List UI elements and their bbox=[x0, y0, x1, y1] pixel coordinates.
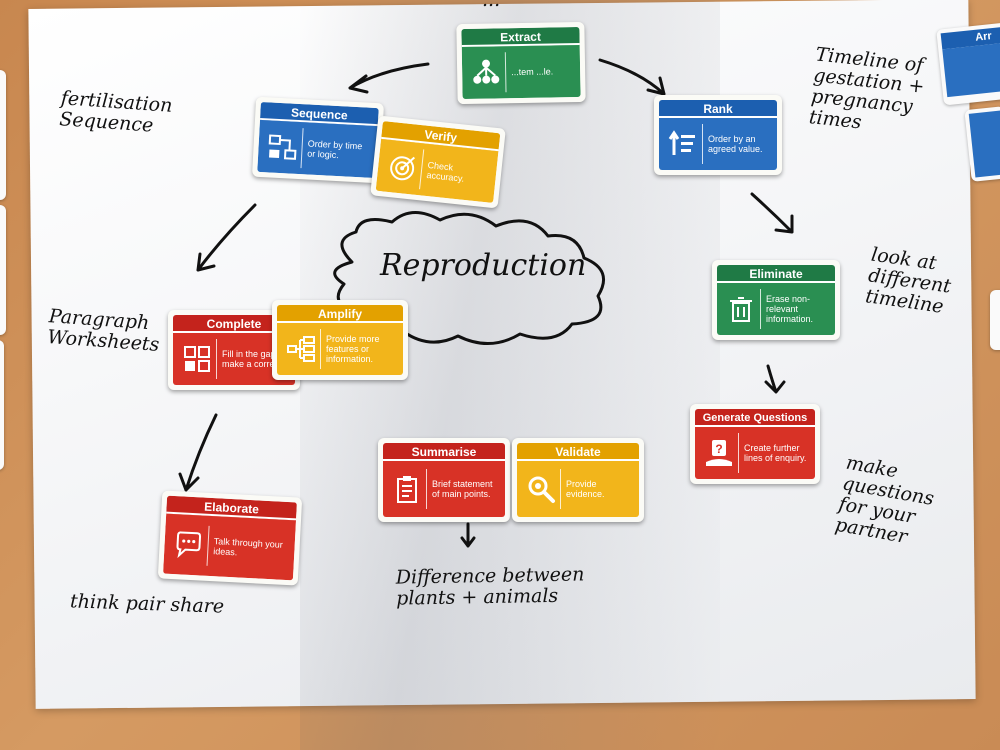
arrow-summarise-difference bbox=[460, 522, 476, 548]
card-desc: Erase non-relevant information. bbox=[766, 294, 814, 324]
card-desc: Provide more features or information. bbox=[326, 334, 380, 364]
card-title: Complete bbox=[173, 315, 295, 333]
card-desc: Fill in the gaps or make a correct... bbox=[222, 349, 291, 369]
note-fertilisation: fertilisation Sequence bbox=[58, 87, 174, 137]
card-extract[interactable]: Extract ...tem ...le. bbox=[456, 21, 586, 105]
arrow-complete-elaborate bbox=[178, 413, 218, 492]
note-make-questions: make questions for your partner bbox=[833, 451, 936, 548]
card-title: Validate bbox=[517, 443, 639, 461]
arrow-sequence-complete bbox=[196, 203, 257, 272]
card-title: Summarise bbox=[383, 443, 505, 461]
note-paragraph: Paragraph Worksheets bbox=[46, 305, 161, 356]
card-elaborate[interactable]: Elaborate Talk through your ideas. bbox=[157, 490, 303, 586]
card-desc: Order by time or logic. bbox=[307, 138, 363, 161]
magnifier-icon bbox=[521, 469, 561, 509]
card-summarise[interactable]: Summarise Brief statement of main points… bbox=[378, 438, 510, 522]
arrow-extract-sequence bbox=[348, 62, 430, 94]
card-validate[interactable]: Validate Provide evidence. bbox=[512, 438, 644, 522]
center-topic: Reproduction bbox=[380, 248, 587, 283]
card-title: Generate Questions bbox=[695, 409, 815, 427]
edge-card-left-1 bbox=[0, 70, 6, 200]
speech-icon bbox=[167, 523, 210, 566]
tree-icon bbox=[281, 329, 321, 369]
note-difference: Difference between plants + animals bbox=[395, 563, 585, 610]
card-eliminate[interactable]: Eliminate Erase non-relevant information… bbox=[712, 260, 840, 340]
card-title: Amplify bbox=[277, 305, 403, 323]
card-title: Rank bbox=[659, 100, 777, 118]
note-look-at: look at different timeline bbox=[864, 243, 953, 318]
trash-icon bbox=[721, 289, 761, 329]
target-icon bbox=[380, 145, 425, 190]
card-desc: Provide evidence. bbox=[566, 479, 605, 499]
sort-icon bbox=[663, 124, 703, 164]
card-title: Eliminate bbox=[717, 265, 835, 283]
card-verify[interactable]: Verify Check accuracy. bbox=[370, 115, 506, 209]
hierarchy-icon bbox=[465, 52, 507, 93]
card-sequence[interactable]: Sequence Order by time or logic. bbox=[251, 96, 385, 184]
arrow-rank-eliminate bbox=[750, 192, 794, 234]
question-icon: ? bbox=[699, 433, 739, 473]
card-desc: Check accuracy. bbox=[426, 159, 465, 184]
flow-icon bbox=[261, 126, 304, 169]
card-generate-questions[interactable]: Generate Questions ? Create further line… bbox=[690, 404, 820, 484]
note-timeline: Timeline of gestation + pregnancy times bbox=[807, 43, 926, 134]
card-desc: Order by an agreed value. bbox=[708, 134, 763, 154]
grid-icon bbox=[177, 339, 217, 379]
card-desc: Create further lines of enquiry. bbox=[744, 443, 807, 463]
card-title: Extract bbox=[461, 26, 580, 48]
card-rank[interactable]: Rank Order by an agreed value. bbox=[654, 95, 782, 175]
arrow-extract-rank bbox=[598, 58, 666, 96]
card-amplify[interactable]: Amplify Provide more features or informa… bbox=[272, 300, 408, 380]
card-desc: Brief statement of main points. bbox=[432, 479, 493, 499]
edge-card-left-3 bbox=[0, 340, 4, 470]
note-top: ... bbox=[482, 0, 501, 11]
card-desc: ...tem ...le. bbox=[511, 66, 554, 78]
arrow-eliminate-generate bbox=[764, 364, 786, 394]
clipboard-icon bbox=[387, 469, 427, 509]
edge-card-right-3 bbox=[990, 290, 1000, 350]
card-desc: Talk through your ideas. bbox=[213, 536, 284, 558]
svg-text:?: ? bbox=[715, 442, 722, 456]
edge-card-left-2 bbox=[0, 205, 6, 335]
